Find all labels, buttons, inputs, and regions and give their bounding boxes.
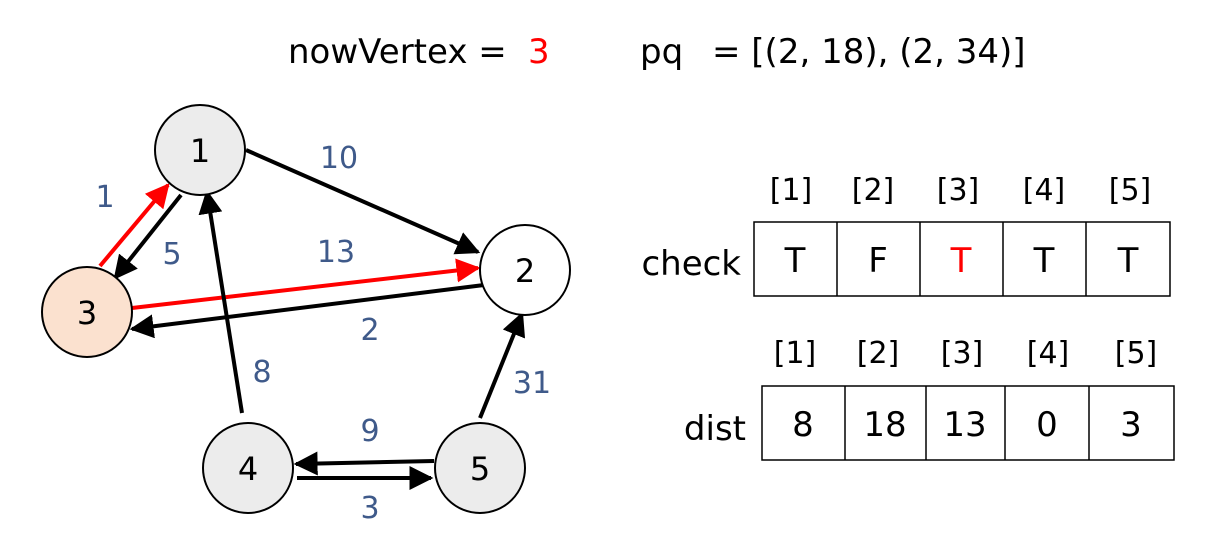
weight-5-4: 9 [360,414,379,449]
edge-4-to-1 [198,189,244,414]
node-3-label: 3 [77,294,97,332]
edge-3-to-2 [131,258,481,310]
check-header-5: [5] [1109,173,1152,208]
weight-3-1: 1 [95,180,114,215]
node-2: 2 [479,224,571,316]
dist-header-4: [4] [1027,336,1070,371]
dist-label: dist [684,409,746,449]
node-4-label: 4 [238,450,258,488]
node-3: 3 [41,266,133,358]
pq-value: = [(2, 18), (2, 34)] [712,32,1026,72]
check-cell-3: T [950,241,972,281]
check-cell-5: T [1117,241,1139,281]
check-header-1: [1] [770,173,813,208]
edges [98,148,526,490]
edge-5-to-2 [478,311,526,419]
edge-3-to-1 [98,183,170,268]
weight-2-3: 2 [360,313,379,348]
edge-1-to-2 [245,148,481,255]
dist-cell-3: 13 [943,405,986,445]
now-vertex-label: nowVertex = [288,32,507,72]
dist-header-2: [2] [857,336,900,371]
check-table-border [753,221,1171,297]
weight-1-2: 10 [320,141,358,176]
dist-header-3: [3] [941,336,984,371]
edge-5-to-4 [293,451,435,476]
node-2-label: 2 [515,252,535,290]
weight-1-3: 5 [162,237,181,272]
weight-5-2: 31 [513,366,551,401]
node-5-label: 5 [470,450,490,488]
weight-3-2: 13 [317,235,355,270]
check-header-3: [3] [937,173,980,208]
check-cell-1: T [784,241,806,281]
check-header-2: [2] [852,173,895,208]
edge-weights: 1 5 10 13 2 8 31 9 3 [95,141,551,526]
dist-cell-4: 0 [1036,405,1058,445]
dist-cell-2: 18 [863,405,906,445]
node-4: 4 [202,422,294,514]
edge-1-to-3 [113,193,183,280]
dist-table-border [761,385,1175,461]
header: nowVertex = 3 pq = [(2, 18), (2, 34)] [288,32,1026,72]
node-5: 5 [434,422,526,514]
dist-cell-1: 8 [792,405,814,445]
nodes: 1 2 3 4 5 [41,104,571,514]
edge-2-to-3 [129,283,485,339]
pq-label: pq [640,32,683,72]
node-1: 1 [154,104,246,196]
dist-table: [1] [2] [3] [4] [5] dist 8 18 13 0 3 [684,336,1175,461]
node-1-label: 1 [190,132,210,170]
check-header-4: [4] [1023,173,1066,208]
dist-header-5: [5] [1115,336,1158,371]
dist-header-1: [1] [774,336,817,371]
check-table: [1] [2] [3] [4] [5] check T F T T T [641,173,1171,297]
check-cell-4: T [1033,241,1055,281]
weight-4-5: 3 [360,491,379,526]
weight-4-1: 8 [252,355,271,390]
now-vertex-value: 3 [528,32,550,72]
check-cell-2: F [868,241,888,281]
check-label: check [641,244,741,284]
dist-cell-5: 3 [1120,405,1142,445]
